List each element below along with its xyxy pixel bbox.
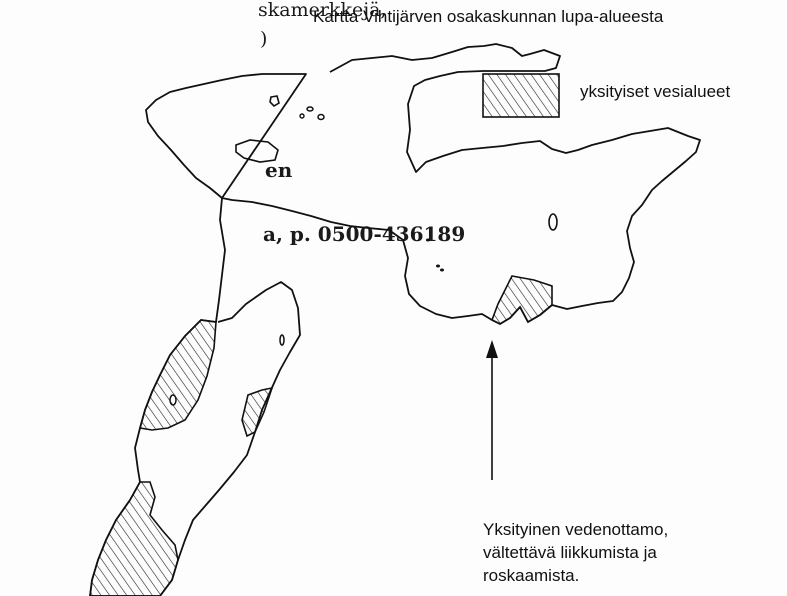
note-line: roskaamista. xyxy=(483,566,580,585)
island xyxy=(317,113,325,121)
cropped-text-fragment: ) xyxy=(260,28,268,50)
island xyxy=(279,334,285,346)
island xyxy=(235,139,279,163)
private-water-area xyxy=(89,481,179,596)
map-title: Kartta Vihtijärven osakaskunnan lupa-alu… xyxy=(313,7,664,26)
island xyxy=(306,106,314,112)
note-line: Yksityinen vedenottamo, xyxy=(483,520,669,539)
island xyxy=(426,238,430,242)
island xyxy=(440,268,444,272)
cropped-text-fragment: skamerkkejä, xyxy=(258,0,387,21)
private-water-area xyxy=(490,275,553,325)
legend-label: yksityiset vesialueet xyxy=(580,82,731,101)
lake-outline xyxy=(89,43,701,596)
private-water-area xyxy=(241,386,274,438)
cropped-text-fragment: en xyxy=(265,158,293,182)
arrow-head-icon xyxy=(486,340,498,358)
island xyxy=(269,95,280,108)
island xyxy=(548,213,558,231)
private-water-area xyxy=(138,319,217,431)
legend-hatch-swatch xyxy=(482,73,560,118)
note-line: vältettävä liikkumista ja xyxy=(483,543,657,562)
water-intake-note: Yksityinen vedenottamo, vältettävä liikk… xyxy=(483,518,668,587)
island xyxy=(299,113,305,119)
cropped-phone-fragment: a, p. 0500-436189 xyxy=(263,222,466,246)
island xyxy=(436,264,440,268)
